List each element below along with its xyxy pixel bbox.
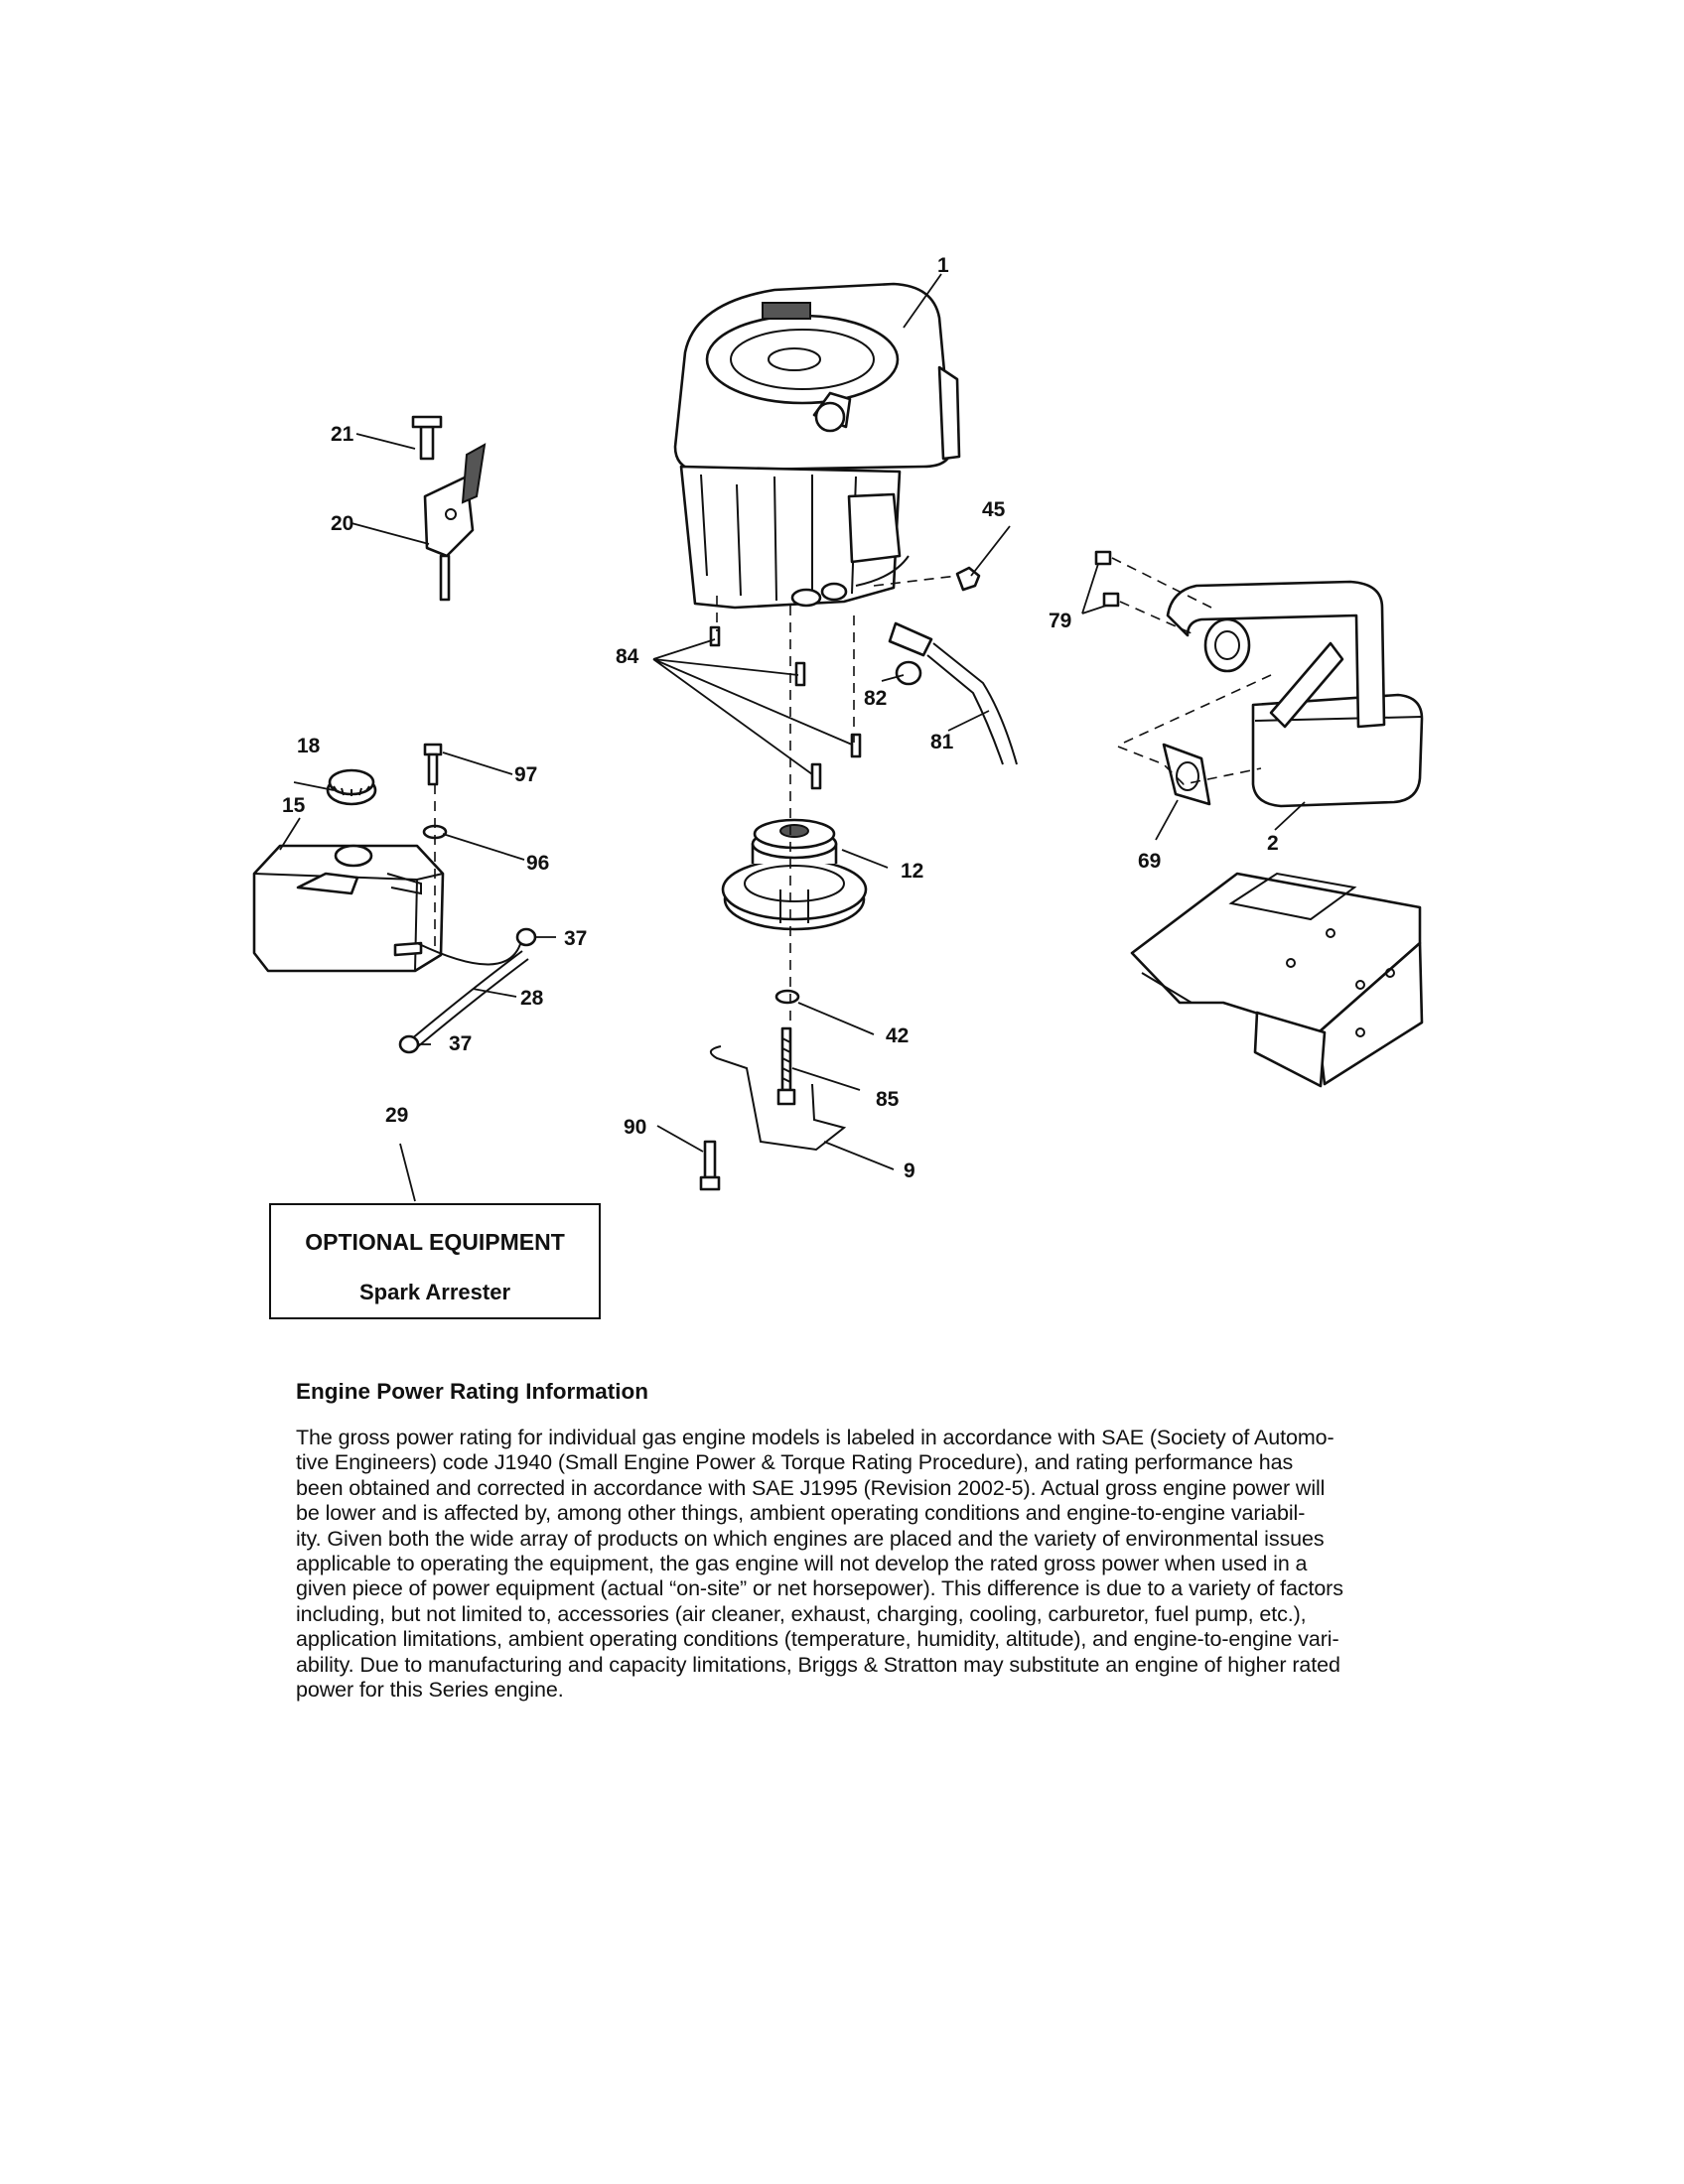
callout-15: 15 — [282, 794, 306, 817]
callout-90: 90 — [624, 1116, 646, 1139]
callout-79: 79 — [1049, 610, 1071, 632]
callout-97: 97 — [514, 763, 537, 786]
callout-2: 2 — [1267, 832, 1279, 855]
optional-equipment-box: OPTIONAL EQUIPMENT Spark Arrester — [269, 1203, 601, 1319]
washer-42-part — [774, 989, 800, 1005]
callout-85: 85 — [876, 1088, 900, 1111]
callout-12: 12 — [901, 860, 923, 883]
engine-info-line: ability. Due to manufacturing and capaci… — [296, 1652, 1340, 1677]
muffler-part — [1166, 580, 1424, 808]
engine-info-line: power for this Series engine. — [296, 1678, 564, 1703]
gasket-part — [1162, 743, 1211, 806]
engine-info-line: application limitations, ambient operati… — [296, 1627, 1339, 1652]
callout-42: 42 — [886, 1024, 909, 1047]
optional-equipment-item: Spark Arrester — [358, 1280, 511, 1304]
callout-numbers: 1 21 20 45 79 84 82 81 18 97 15 96 12 69… — [282, 254, 1279, 1182]
bolt-85-part — [776, 1026, 796, 1106]
engine-part — [673, 282, 961, 610]
fuel-tank-part — [252, 844, 445, 973]
engine-info-line: given piece of power equipment (actual “… — [296, 1576, 1343, 1601]
alignment-lines — [434, 557, 1272, 1042]
engine-exploded-diagram: 1 21 20 45 79 84 82 81 18 97 15 96 12 69… — [252, 254, 1424, 1202]
engine-info-line: applicable to operating the equipment, t… — [296, 1552, 1308, 1576]
fuel-line-part — [404, 940, 529, 1053]
engine-info-line: including, but not limited to, accessori… — [296, 1601, 1307, 1626]
engine-info-heading: Engine Power Rating Information — [296, 1379, 649, 1404]
engine-info-line: be lower and is affected by, among other… — [296, 1501, 1306, 1526]
callout-21: 21 — [331, 423, 354, 446]
callout-82: 82 — [864, 687, 887, 710]
bolt-79-part — [1094, 550, 1120, 608]
bolt-90-part — [699, 1140, 721, 1191]
engine-info-paragraph: The gross power rating for individual ga… — [296, 1426, 1468, 1703]
fuel-cap-part — [326, 768, 377, 806]
callout-9: 9 — [904, 1160, 915, 1182]
callout-18: 18 — [297, 735, 321, 757]
callout-84: 84 — [616, 645, 639, 668]
pulley-part — [721, 818, 868, 931]
fuel-hose-81-part — [926, 642, 1018, 765]
callout-69: 69 — [1138, 850, 1161, 873]
engine-info-line: ity. Given both the wide array of produc… — [296, 1526, 1325, 1551]
callout-45: 45 — [982, 498, 1006, 521]
callout-37-bottom: 37 — [449, 1032, 472, 1055]
callout-29: 29 — [385, 1104, 408, 1127]
callout-81: 81 — [930, 731, 954, 753]
callout-28: 28 — [520, 987, 544, 1010]
engine-info-line: The gross power rating for individual ga… — [296, 1426, 1334, 1449]
callout-20: 20 — [331, 512, 353, 535]
bolt-97-part — [423, 743, 443, 786]
callout-37-top: 37 — [564, 927, 587, 950]
throttle-control-part — [411, 415, 487, 602]
bolt-84-part — [709, 625, 862, 790]
engine-info-line: been obtained and corrected in accordanc… — [296, 1475, 1326, 1500]
fitting-82-part — [888, 621, 933, 686]
engine-info-line: tive Engineers) code J1940 (Small Engine… — [296, 1450, 1294, 1475]
callout-96: 96 — [526, 852, 549, 875]
mounting-plate-part — [1130, 872, 1424, 1088]
optional-equipment-title: OPTIONAL EQUIPMENT — [305, 1229, 565, 1255]
leader-lines — [279, 273, 1306, 1202]
callout-1: 1 — [937, 254, 949, 277]
